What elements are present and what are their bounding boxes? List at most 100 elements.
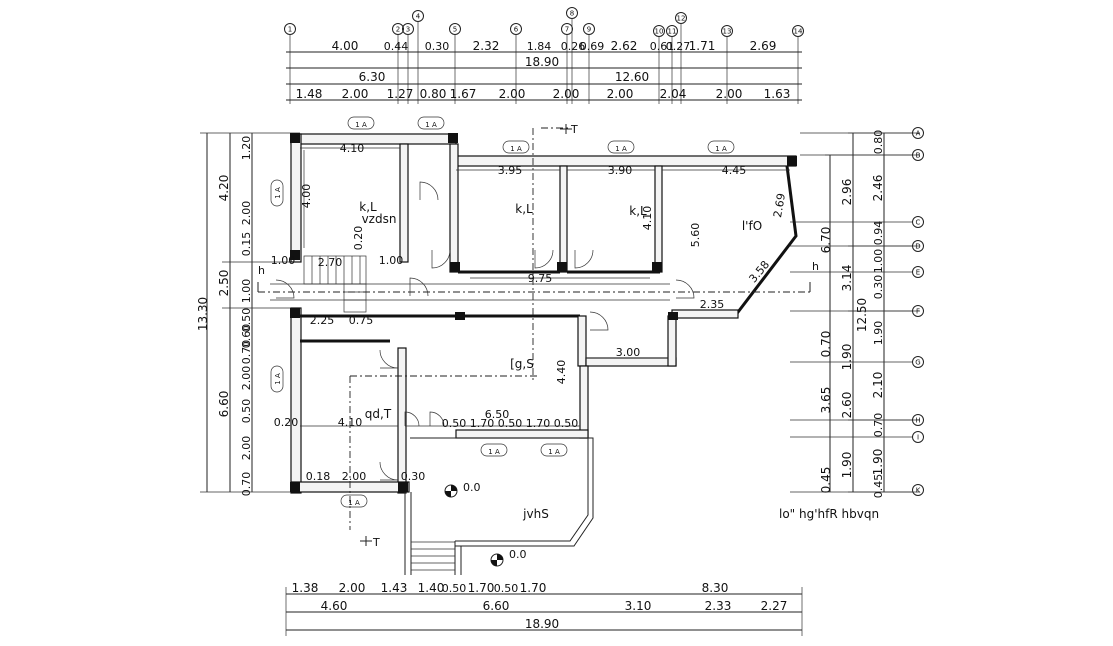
bottom-dim-6-60: 6.60: [483, 599, 510, 613]
top-dim-1-84: 1.84: [527, 40, 552, 53]
grid-bubble-G: G: [915, 359, 920, 367]
left-dim-0-50-b: 0.50: [240, 399, 253, 424]
grid-bubble-11: 11: [668, 28, 677, 36]
dim-bottom-0-30: 0.30: [401, 470, 426, 483]
window-tag: 1 A: [274, 187, 282, 199]
dim-b3-width: 3.90: [608, 164, 633, 177]
left-dim-2-50: 2.50: [217, 270, 231, 297]
top-dim-0-61: 0.61: [650, 40, 675, 53]
left-dim-1-00: 1.00: [240, 279, 253, 304]
grid-bubble-K: K: [916, 487, 921, 495]
grid-bubble-10: 10: [655, 28, 664, 36]
grid-bubble-H: H: [915, 417, 920, 425]
top-dim-2-32: 2.32: [473, 39, 500, 53]
right-dim-0-80: 0.80: [872, 130, 885, 155]
left-dim-1-20: 1.20: [240, 136, 253, 161]
grid-bubble-A: A: [916, 130, 921, 138]
grid-bubble-1: 1: [288, 26, 292, 34]
left-dim-6-60: 6.60: [217, 391, 231, 418]
right-dim-2-10: 2.10: [871, 372, 885, 399]
grid-bubble-4: 4: [416, 13, 421, 21]
room-veranda: jvhS: [522, 507, 549, 521]
bottom-dim-0-50-b: 0.50: [494, 582, 519, 595]
top-dim-2-00-d: 2.00: [607, 87, 634, 101]
level-mark-1: 0.0: [463, 481, 481, 494]
top-dim-0-69: 0.69: [580, 40, 605, 53]
dim-corridor: 9.75: [528, 272, 553, 285]
left-dim-13-30: 13.30: [196, 297, 210, 331]
bottom-dim-2-33: 2.33: [705, 599, 732, 613]
window-tag: 1 A: [274, 373, 282, 385]
room-bedroom-1: k,L: [359, 200, 377, 214]
section-marks: T T h h: [257, 123, 819, 549]
bottom-dim-1-40: 1.40: [418, 581, 445, 595]
bottom-dim-1-70-a: 1.70: [468, 581, 495, 595]
dim-stair-0-20: 0.20: [352, 226, 365, 251]
inner-dimensions: 4.10 4.00 3.95 3.90 4.10 4.45 5.60 2.69 …: [271, 142, 790, 483]
room-bedroom-3: k,L: [629, 204, 647, 218]
window-tags: 1 A 1 A 1 A 1 A 1 A 1 A 1 A 1 A 1 A 1 A: [270, 116, 735, 508]
left-dim-4-20: 4.20: [217, 175, 231, 202]
level-marks: 0.0 0.0: [444, 481, 527, 567]
window-tag: 1 A: [615, 145, 627, 153]
right-dim-0-45-b: 0.45: [872, 474, 885, 499]
left-dim-2-00-a: 2.00: [240, 201, 253, 226]
dim-drawing-width: 4.10: [338, 416, 363, 429]
window-tag: 1 A: [348, 499, 360, 507]
bottom-dim-8-30: 8.30: [702, 581, 729, 595]
top-dim-1-67: 1.67: [450, 87, 477, 101]
top-dim-2-00-a: 2.00: [342, 87, 369, 101]
top-dim-6-30: 6.30: [359, 70, 386, 84]
bottom-dim-1-38: 1.38: [292, 581, 319, 595]
top-dim-2-69: 2.69: [750, 39, 777, 53]
right-dim-2-96: 2.96: [840, 179, 854, 206]
right-dim-1-90-a: 1.90: [840, 344, 854, 371]
top-dim-2-00-b: 2.00: [499, 87, 526, 101]
doors: [275, 181, 695, 481]
bottom-dim-2-27: 2.27: [761, 599, 788, 613]
dim-b1-height: 4.00: [300, 184, 313, 209]
top-dim-0-30: 0.30: [425, 40, 450, 53]
section-mark-top: T: [570, 123, 578, 136]
bottom-dim-18-90: 18.90: [525, 617, 559, 631]
top-dim-0-44: 0.44: [384, 40, 409, 53]
grid-bubble-14: 14: [794, 28, 803, 36]
bottom-dim-1-70-b: 1.70: [520, 581, 547, 595]
window-tag: 1 A: [548, 448, 560, 456]
top-dim-2-00-c: 2.00: [553, 87, 580, 101]
window-tag: 1 A: [510, 145, 522, 153]
right-dim-3-14: 3.14: [840, 265, 854, 292]
bottom-dimensions: 1.38 2.00 1.43 1.40 0.50 1.70 0.50 1.70 …: [285, 581, 803, 636]
right-dim-12-50: 12.50: [855, 298, 869, 332]
window-tag: 1 A: [425, 121, 437, 129]
grid-bubble-13: 13: [723, 28, 732, 36]
left-dim-2-00-c: 2.00: [240, 436, 253, 461]
top-dim-1-27: 1.27: [387, 87, 414, 101]
grid-bubble-F: F: [916, 308, 920, 316]
dim-b2-width: 3.95: [498, 164, 523, 177]
room-hall: [g,S: [510, 357, 534, 371]
grid-bubble-5: 5: [453, 26, 457, 34]
level-mark-2: 0.0: [509, 548, 527, 561]
dim-store-width: 4.45: [722, 164, 747, 177]
left-dim-0-70-b: 0.70: [240, 472, 253, 497]
veranda: [404, 437, 594, 575]
top-dim-0-26: 0.26: [561, 40, 586, 53]
top-dim-12-60: 12.60: [615, 70, 649, 84]
top-dim-1-48: 1.48: [296, 87, 323, 101]
window-tag: 1 A: [715, 145, 727, 153]
room-store: l'fO: [742, 219, 762, 233]
left-dim-0-15: 0.15: [240, 232, 253, 257]
grid-bubble-I: I: [917, 434, 919, 442]
right-dim-0-70-b: 0.70: [872, 413, 885, 438]
room-labels: k,L vzdsn k,L k,L [g,S qd,T jvhS l'fO: [359, 200, 762, 521]
right-dim-2-46: 2.46: [871, 175, 885, 202]
dim-hall-width: 6.50: [485, 408, 510, 421]
left-dim-0-50: 0.50: [240, 308, 253, 333]
left-dimensions: 13.30 4.20 2.50 6.60 1.20 2.00 0.15 1.00…: [196, 132, 300, 497]
top-dim-0-80: 0.80: [420, 87, 447, 101]
bottom-dim-4-60: 4.60: [321, 599, 348, 613]
top-dim-18-90: 18.90: [525, 55, 559, 69]
dim-bottom-2-00: 2.00: [342, 470, 367, 483]
walls: [290, 133, 798, 494]
